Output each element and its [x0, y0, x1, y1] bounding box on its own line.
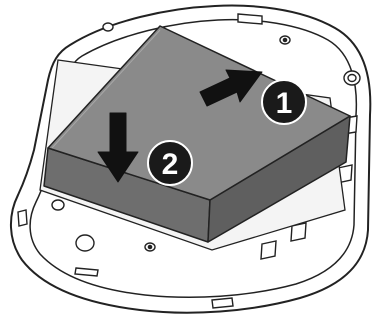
screw-post-top-left: [103, 23, 113, 31]
step-1-number: 1: [276, 87, 293, 120]
screw-post-left: [52, 200, 64, 210]
step-2-number: 2: [162, 148, 179, 181]
round-hole-bottom: [76, 235, 94, 251]
